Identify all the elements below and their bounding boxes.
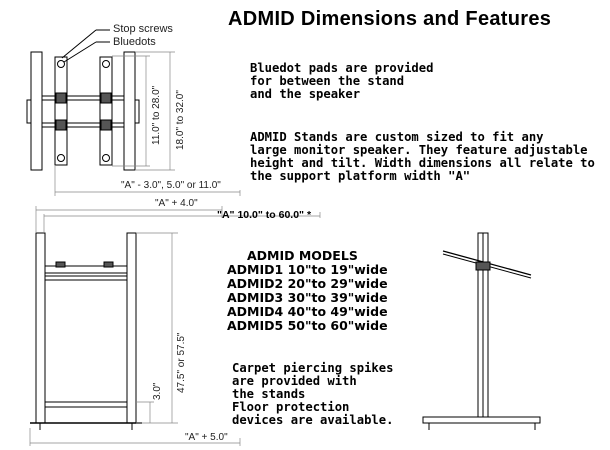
stop-screws-label: Stop screws	[113, 23, 173, 35]
outer-depth-dimension: 18.0" to 32.0"	[175, 90, 186, 150]
height-dimension: 47.5" or 57.5"	[176, 332, 187, 393]
top-view-cross-member	[41, 95, 125, 101]
top-width-dimension: "A" - 3.0", 5.0" or 11.0"	[121, 180, 221, 191]
stop-screw-icon	[103, 261, 114, 268]
side-view-base	[422, 416, 541, 424]
top-view-right-rail	[123, 51, 136, 171]
front-view-base-rail	[44, 401, 128, 408]
stop-screw-icon	[55, 261, 66, 268]
top-view-plate-left	[54, 56, 68, 166]
model-item: ADMID5 50"to 60"wide	[227, 318, 388, 333]
bluedot-icon	[57, 60, 65, 68]
tilt-knob-icon	[475, 261, 491, 271]
model-item: ADMID1 10"to 19"wide	[227, 262, 388, 277]
bluedot-icon	[102, 154, 110, 162]
spikes-note: Carpet piercing spikes are provided with…	[232, 361, 394, 427]
bluedot-icon	[102, 60, 110, 68]
top-view-left-rail	[30, 51, 43, 171]
model-item: ADMID3 30"to 39"wide	[227, 290, 388, 305]
side-view-drawing	[422, 232, 541, 430]
a-plus-4-dimension: "A" + 4.0"	[155, 198, 198, 209]
front-view-platform-rail	[44, 275, 128, 281]
base-clearance-dimension: 3.0"	[152, 382, 163, 400]
top-view-drawing	[26, 29, 140, 171]
stop-screw-icon	[100, 119, 112, 131]
custom-size-note: ADMID Stands are custom sized to fit any…	[250, 130, 595, 183]
a-range-dimension: "A" 10.0" to 60.0" *	[217, 209, 312, 221]
inner-depth-dimension: 11.0" to 28.0"	[151, 85, 162, 145]
front-view-left-post	[35, 232, 46, 424]
stop-screw-icon	[55, 92, 67, 104]
models-list: ADMID1 10"to 19"wide ADMID2 20"to 29"wid…	[227, 263, 388, 333]
bluedots-leader	[63, 41, 97, 63]
top-view-cross-member	[41, 122, 125, 128]
top-view-clamp	[134, 99, 140, 124]
top-view-dimension-lines	[54, 51, 241, 196]
bluedot-note: Bluedot pads are provided for between th…	[250, 61, 434, 101]
top-view-clamp	[26, 99, 32, 124]
front-view-right-post	[126, 232, 137, 424]
bluedot-icon	[57, 154, 65, 162]
top-view-plate-right	[99, 56, 113, 166]
page-title: ADMID Dimensions and Features	[228, 8, 552, 30]
stop-screw-icon	[100, 92, 112, 104]
bluedots-label: Bluedots	[113, 36, 156, 48]
model-item: ADMID2 20"to 29"wide	[227, 276, 388, 291]
front-view-dimension-lines	[29, 206, 321, 446]
front-view-platform	[44, 265, 128, 274]
front-view-drawing	[30, 232, 142, 430]
model-item: ADMID4 40"to 49"wide	[227, 304, 388, 319]
stop-screws-leader	[61, 29, 97, 59]
models-heading: ADMID MODELS	[247, 248, 358, 263]
a-plus-5-dimension: "A" + 5.0"	[185, 432, 228, 443]
stop-screw-icon	[55, 119, 67, 131]
